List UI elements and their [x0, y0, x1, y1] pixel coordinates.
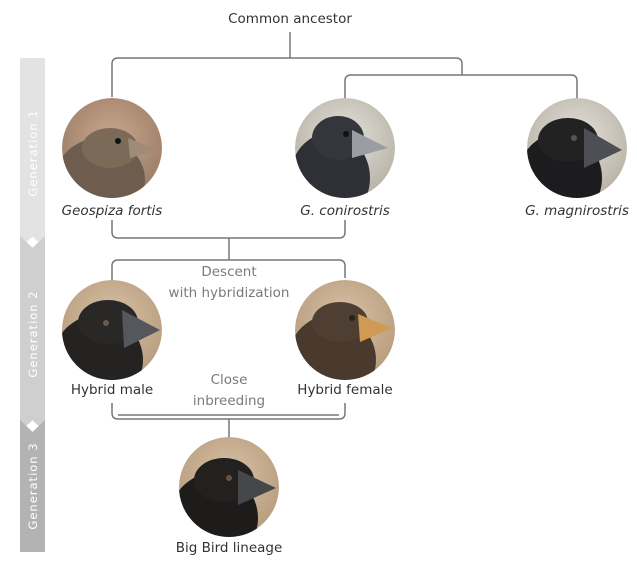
hybrid-female-label: Hybrid female	[297, 382, 393, 398]
inbreeding-note: Close inbreeding	[193, 370, 265, 412]
generation-1-band: Generation 1	[20, 58, 45, 248]
common-ancestor-label: Common ancestor	[228, 11, 352, 27]
bird-photo-conirostris	[295, 98, 395, 198]
descent-note-line1: Descent	[201, 264, 257, 280]
connector-lines	[111, 32, 578, 437]
bird-photo-fortis	[62, 98, 162, 198]
bird-photo-big-bird	[179, 437, 279, 537]
bird-photo-hybrid-female	[295, 280, 395, 380]
descent-note: Descent with hybridization	[169, 262, 290, 304]
inbreeding-note-line1: Close	[210, 372, 248, 388]
generation-3-band: Generation 3	[20, 420, 45, 552]
bird-photo-magnirostris	[527, 98, 627, 198]
big-bird-lineage-label: Big Bird lineage	[175, 540, 283, 556]
generation-2-band: Generation 2	[20, 236, 45, 432]
species-label-conirostris: G. conirostris	[300, 203, 390, 219]
species-label-fortis: Geospiza fortis	[61, 203, 163, 219]
bird-photo-hybrid-male	[62, 280, 162, 380]
descent-note-line2: with hybridization	[168, 285, 290, 301]
inbreeding-note-line2: inbreeding	[192, 393, 266, 409]
species-label-magnirostris: G. magnirostris	[525, 203, 629, 219]
hybrid-male-label: Hybrid male	[70, 382, 154, 398]
